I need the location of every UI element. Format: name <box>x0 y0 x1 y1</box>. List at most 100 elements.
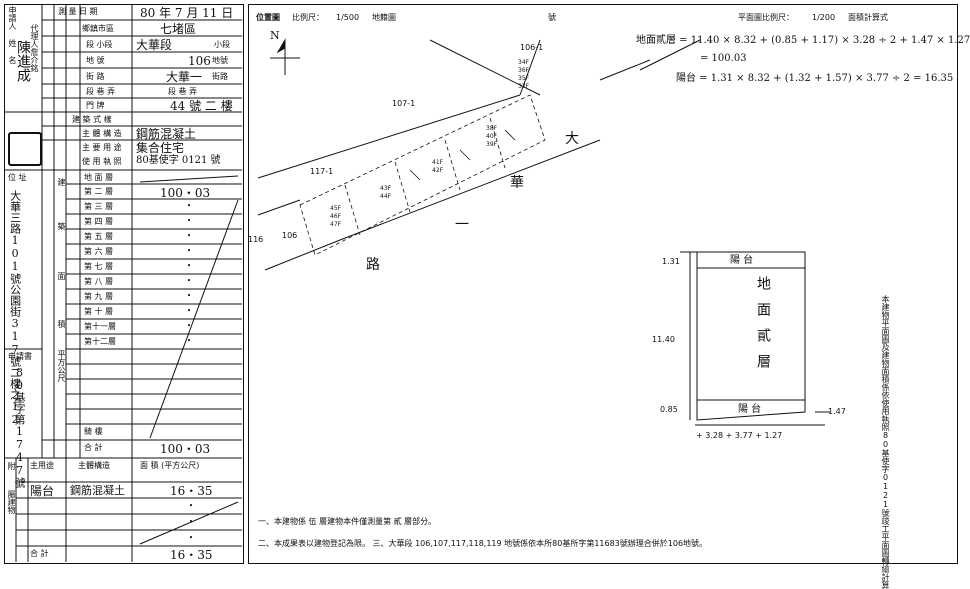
street-value: 大華一 <box>166 70 203 84</box>
permit-value: 80基使字 0121 號 <box>136 155 221 166</box>
structure-title: 建 築 式 樣 <box>72 115 112 124</box>
permit-label: 使 用 執 照 <box>82 157 122 166</box>
floor-row-label: 第 八 層 <box>84 277 114 286</box>
main-use-label: 主 要 用 途 <box>82 143 122 152</box>
dim-right-bottom: 1.47 <box>828 407 846 416</box>
calc-line-2: = 100.03 <box>700 53 747 64</box>
right-plan-frame <box>248 4 958 564</box>
seal-owner-name: 代理人詹介銘 <box>30 24 39 72</box>
survey-date-label: 測 量 日 期 <box>58 7 98 16</box>
floor-row-label: 第 五 層 <box>84 232 114 241</box>
road-label: 大 <box>565 131 579 147</box>
lot-value: 106 <box>188 54 211 68</box>
number-label: 號 <box>548 13 556 22</box>
unit-number: 42F <box>432 167 444 174</box>
floor-row-value: ・ <box>184 261 194 272</box>
floor-row-value: ・ <box>184 291 194 302</box>
floor-row-value: ・ <box>184 216 194 227</box>
floor-row-label: 第 七 層 <box>84 262 114 271</box>
balcony-bottom-label: 陽 台 <box>738 404 762 415</box>
building-side-label2: 築 <box>57 222 66 230</box>
note-2: 二、本成果表以建物登記為限。 三、大華段 106,107,117,118,119… <box>258 539 708 548</box>
road-label: 路 <box>366 257 380 273</box>
unit-number: 34F <box>518 59 530 66</box>
roof-label: 騎 樓 <box>84 427 103 436</box>
unit-number: 39F <box>486 141 498 148</box>
location-value: 大華三路101號公園街317號二樓之12 <box>8 190 22 426</box>
dim-left-mid: 11.40 <box>652 335 675 344</box>
section-suffix: 小段 <box>214 40 230 49</box>
street-label: 街 路 <box>86 72 105 81</box>
road-label: 華 <box>510 175 524 191</box>
annex-total-label: 合 計 <box>30 549 49 558</box>
side-note: 本建物平面圖及建物面積係依使用執照80基使字0121號竣工平面圖轉繪計算 <box>881 295 890 589</box>
unit-number: 41F <box>432 159 444 166</box>
dim-bottom: + 3.28 + 3.77 + 1.27 <box>696 431 783 440</box>
calc-line-1: 地面貳層 = 11.40 × 8.32 + (0.85 + 1.17) × 3.… <box>636 35 970 46</box>
unit-number: 47F <box>330 221 342 228</box>
floor-row-value: ・ <box>184 201 194 212</box>
building-side-label: 建 <box>57 178 66 186</box>
floor-row-label: 第 六 層 <box>84 247 114 256</box>
applicant-number-value: 80基字第1747號 <box>13 366 26 488</box>
unit-label: 平方公尺 <box>57 350 66 382</box>
annex-row-use: 陽台 <box>30 484 55 498</box>
survey-date: 80 年 7 月 11 日 <box>140 6 234 20</box>
survey-document: 申請人 姓 名 陳進成 代理人詹介銘 測 量 日 期 80 年 7 月 11 日… <box>4 4 970 589</box>
floor-row-value: ・ <box>184 231 194 242</box>
annex-total-value: 16・35 <box>170 548 213 562</box>
floor-plan-title: 地面貳層 <box>755 276 771 380</box>
unit-number: 45F <box>330 205 342 212</box>
owner-label: 申請人 姓 名 <box>8 6 17 64</box>
annex-area-label: 面 積 (平方公尺) <box>140 461 200 470</box>
floor-row-value: 100・03 <box>160 186 211 200</box>
building-side-label4: 積 <box>57 320 66 328</box>
main-structure-label: 主 體 構 造 <box>82 129 122 138</box>
building-side-label3: 面 <box>57 272 66 280</box>
street-suffix: 街路 <box>212 72 228 81</box>
annex-row-area: ・ <box>186 501 196 512</box>
main-structure-value: 鋼筋混凝土 <box>136 127 197 141</box>
plan-scale-title: 平面圖比例尺： <box>738 13 794 22</box>
floor-row-value: ・ <box>184 276 194 287</box>
parcel-number: 117-1 <box>310 167 334 176</box>
annex-row-struct: 鋼筋混凝土 <box>70 484 125 497</box>
section-label: 段 小段 <box>86 40 113 49</box>
annex-use-label: 主用途 <box>30 461 54 470</box>
floor-row-value: ・ <box>184 336 194 347</box>
lot-suffix: 地號 <box>212 56 228 65</box>
parcel-number: 106 <box>282 231 298 240</box>
applicant-number-label: 申請書 <box>8 352 32 361</box>
unit-number: 46F <box>330 213 342 220</box>
area-value: 七堵區 <box>160 22 197 36</box>
annex-row-area: ・ <box>186 533 196 544</box>
table-lines <box>4 4 830 562</box>
annex-title: 附 <box>7 462 16 470</box>
lot-label: 地 號 <box>86 56 105 65</box>
dim-left-bottom: 0.85 <box>660 405 678 414</box>
main-use-value: 集合住宅 <box>136 141 185 155</box>
floor-row-label: 第 四 層 <box>84 217 114 226</box>
floor-row-label: 第 三 層 <box>84 202 114 211</box>
location-scale-value: 1/500 <box>336 13 360 22</box>
location-label: 位 址 <box>8 173 27 182</box>
floor-total-label: 合 計 <box>84 443 103 452</box>
location-scale-suffix: 地籍圖 <box>372 13 396 22</box>
owner-name: 陳進成 <box>15 40 31 82</box>
floor-row-value: ・ <box>184 321 194 332</box>
parcel-number: 107-1 <box>392 99 416 108</box>
floor-row-value: ・ <box>184 306 194 317</box>
plan-scale-value: 1/200 <box>812 13 836 22</box>
road-label: 一 <box>455 217 469 233</box>
floor-row-label: 第 九 層 <box>84 292 114 301</box>
balcony-top-label: 陽 台 <box>730 255 754 266</box>
annex-row-area: 16・35 <box>170 484 213 498</box>
alley-label: 段 巷 弄 <box>86 87 116 96</box>
calc-line-3: 陽台 = 1.31 × 8.32 + (1.32 + 1.57) × 3.77 … <box>676 73 954 84</box>
area-label: 鄉鎮市區 <box>82 24 114 33</box>
location-map-title: 位置圖 <box>256 13 280 22</box>
unit-number: 40F <box>486 133 498 140</box>
floor-row-label: 第十一層 <box>84 322 116 331</box>
dim-left-top: 1.31 <box>662 257 680 266</box>
alley-value: 段 巷 弄 <box>168 87 198 96</box>
